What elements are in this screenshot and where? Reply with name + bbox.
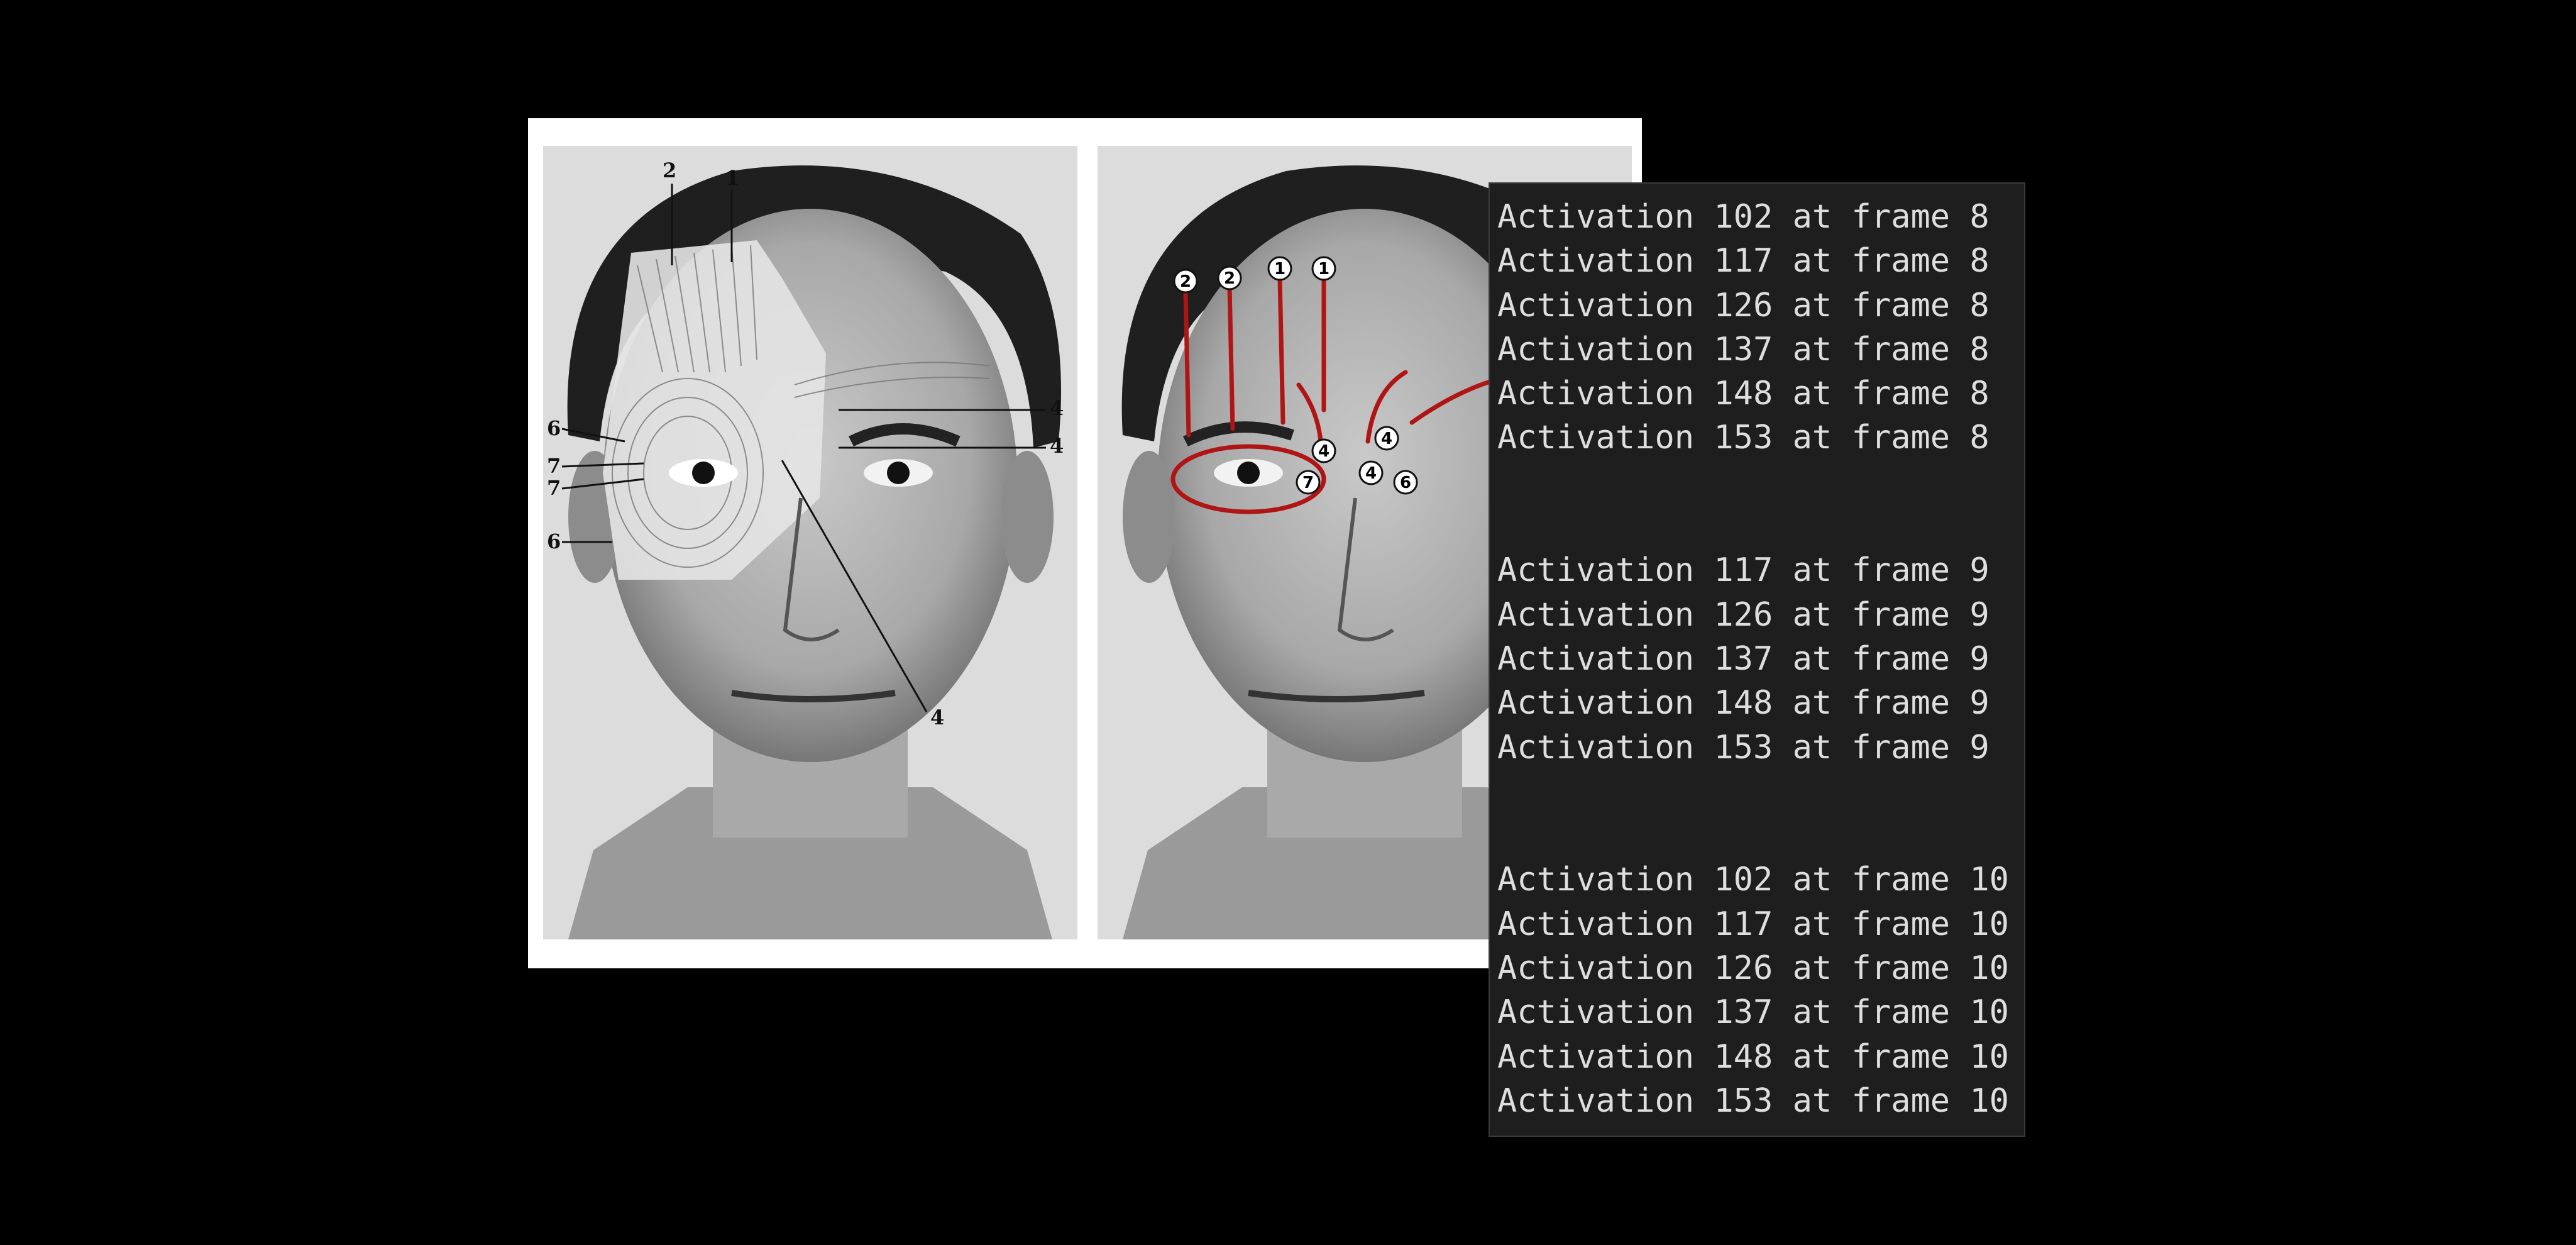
face-marker-illustration: 2 2 1 1 4 bbox=[1098, 146, 1632, 939]
terminal-line: Activation 148 at frame 8 bbox=[1497, 375, 1990, 413]
terminal-line: Activation 148 at frame 9 bbox=[1497, 684, 1990, 722]
activation-marker: 2 bbox=[1217, 265, 1242, 290]
activation-marker: 4 bbox=[1358, 460, 1384, 485]
muscle-label: 6 bbox=[547, 529, 561, 553]
svg-text:1: 1 bbox=[1274, 260, 1285, 279]
terminal-line: Activation 137 at frame 10 bbox=[1497, 993, 2009, 1032]
activation-marker: 1 bbox=[1267, 256, 1292, 281]
muscle-label: 7 bbox=[547, 476, 561, 500]
terminal-blank-line bbox=[1490, 770, 2024, 814]
svg-text:4: 4 bbox=[1365, 464, 1377, 483]
terminal-line: Activation 102 at frame 8 bbox=[1497, 198, 1990, 236]
terminal-line: Activation 117 at frame 8 bbox=[1497, 242, 1990, 280]
svg-text:2: 2 bbox=[1224, 269, 1235, 288]
activation-marker: 6 bbox=[1393, 470, 1418, 495]
svg-text:4: 4 bbox=[1318, 442, 1329, 461]
muscle-label: 1 bbox=[725, 166, 739, 190]
terminal-line: Activation 126 at frame 9 bbox=[1497, 595, 1990, 634]
muscle-label: 6 bbox=[547, 416, 561, 440]
terminal-line: Activation 153 at frame 8 bbox=[1497, 419, 1990, 457]
terminal-blank-line bbox=[1490, 504, 2024, 548]
muscle-label: 4 bbox=[1050, 396, 1064, 420]
muscle-label: 7 bbox=[547, 454, 561, 478]
facial-muscle-figure: 2 1 4 4 6 7 7 6 4 bbox=[528, 118, 1642, 968]
terminal-blank-line bbox=[1490, 460, 2024, 504]
terminal-line: Activation 126 at frame 8 bbox=[1497, 286, 1990, 324]
face-photo-activation-markers: 2 2 1 1 4 bbox=[1098, 146, 1632, 939]
svg-text:6: 6 bbox=[1400, 473, 1411, 492]
terminal-line: Activation 117 at frame 9 bbox=[1497, 551, 1990, 590]
muscle-label: 4 bbox=[930, 706, 944, 729]
terminal-line: Activation 153 at frame 10 bbox=[1497, 1082, 2009, 1120]
activation-marker: 2 bbox=[1173, 268, 1198, 294]
face-photo-muscle-diagram: 2 1 4 4 6 7 7 6 4 bbox=[543, 146, 1077, 939]
terminal-line: Activation 153 at frame 9 bbox=[1497, 728, 1990, 766]
terminal-line: Activation 148 at frame 10 bbox=[1497, 1038, 2009, 1076]
terminal-line: Activation 126 at frame 10 bbox=[1497, 949, 2009, 988]
activation-marker: 1 bbox=[1311, 256, 1336, 281]
terminal-line: Activation 117 at frame 10 bbox=[1497, 905, 2009, 943]
activation-marker: 4 bbox=[1311, 438, 1336, 463]
muscle-label: 2 bbox=[663, 158, 676, 182]
terminal-blank-line bbox=[1490, 814, 2024, 858]
terminal-line: Activation 137 at frame 8 bbox=[1497, 330, 1990, 368]
svg-text:4: 4 bbox=[1381, 429, 1392, 448]
activation-marker: 4 bbox=[1374, 426, 1399, 451]
activation-marker: 7 bbox=[1296, 470, 1321, 495]
terminal-line: Activation 137 at frame 9 bbox=[1497, 639, 1990, 678]
svg-text:2: 2 bbox=[1180, 272, 1191, 291]
terminal-output[interactable]: Activation 102 at frame 8 Activation 117… bbox=[1489, 182, 2025, 1137]
face-muscle-illustration: 2 1 4 4 6 7 7 6 4 bbox=[543, 146, 1077, 939]
svg-text:7: 7 bbox=[1302, 473, 1314, 492]
svg-text:1: 1 bbox=[1318, 260, 1329, 279]
muscle-label: 4 bbox=[1050, 434, 1064, 458]
terminal-line: Activation 102 at frame 10 bbox=[1497, 861, 2009, 899]
